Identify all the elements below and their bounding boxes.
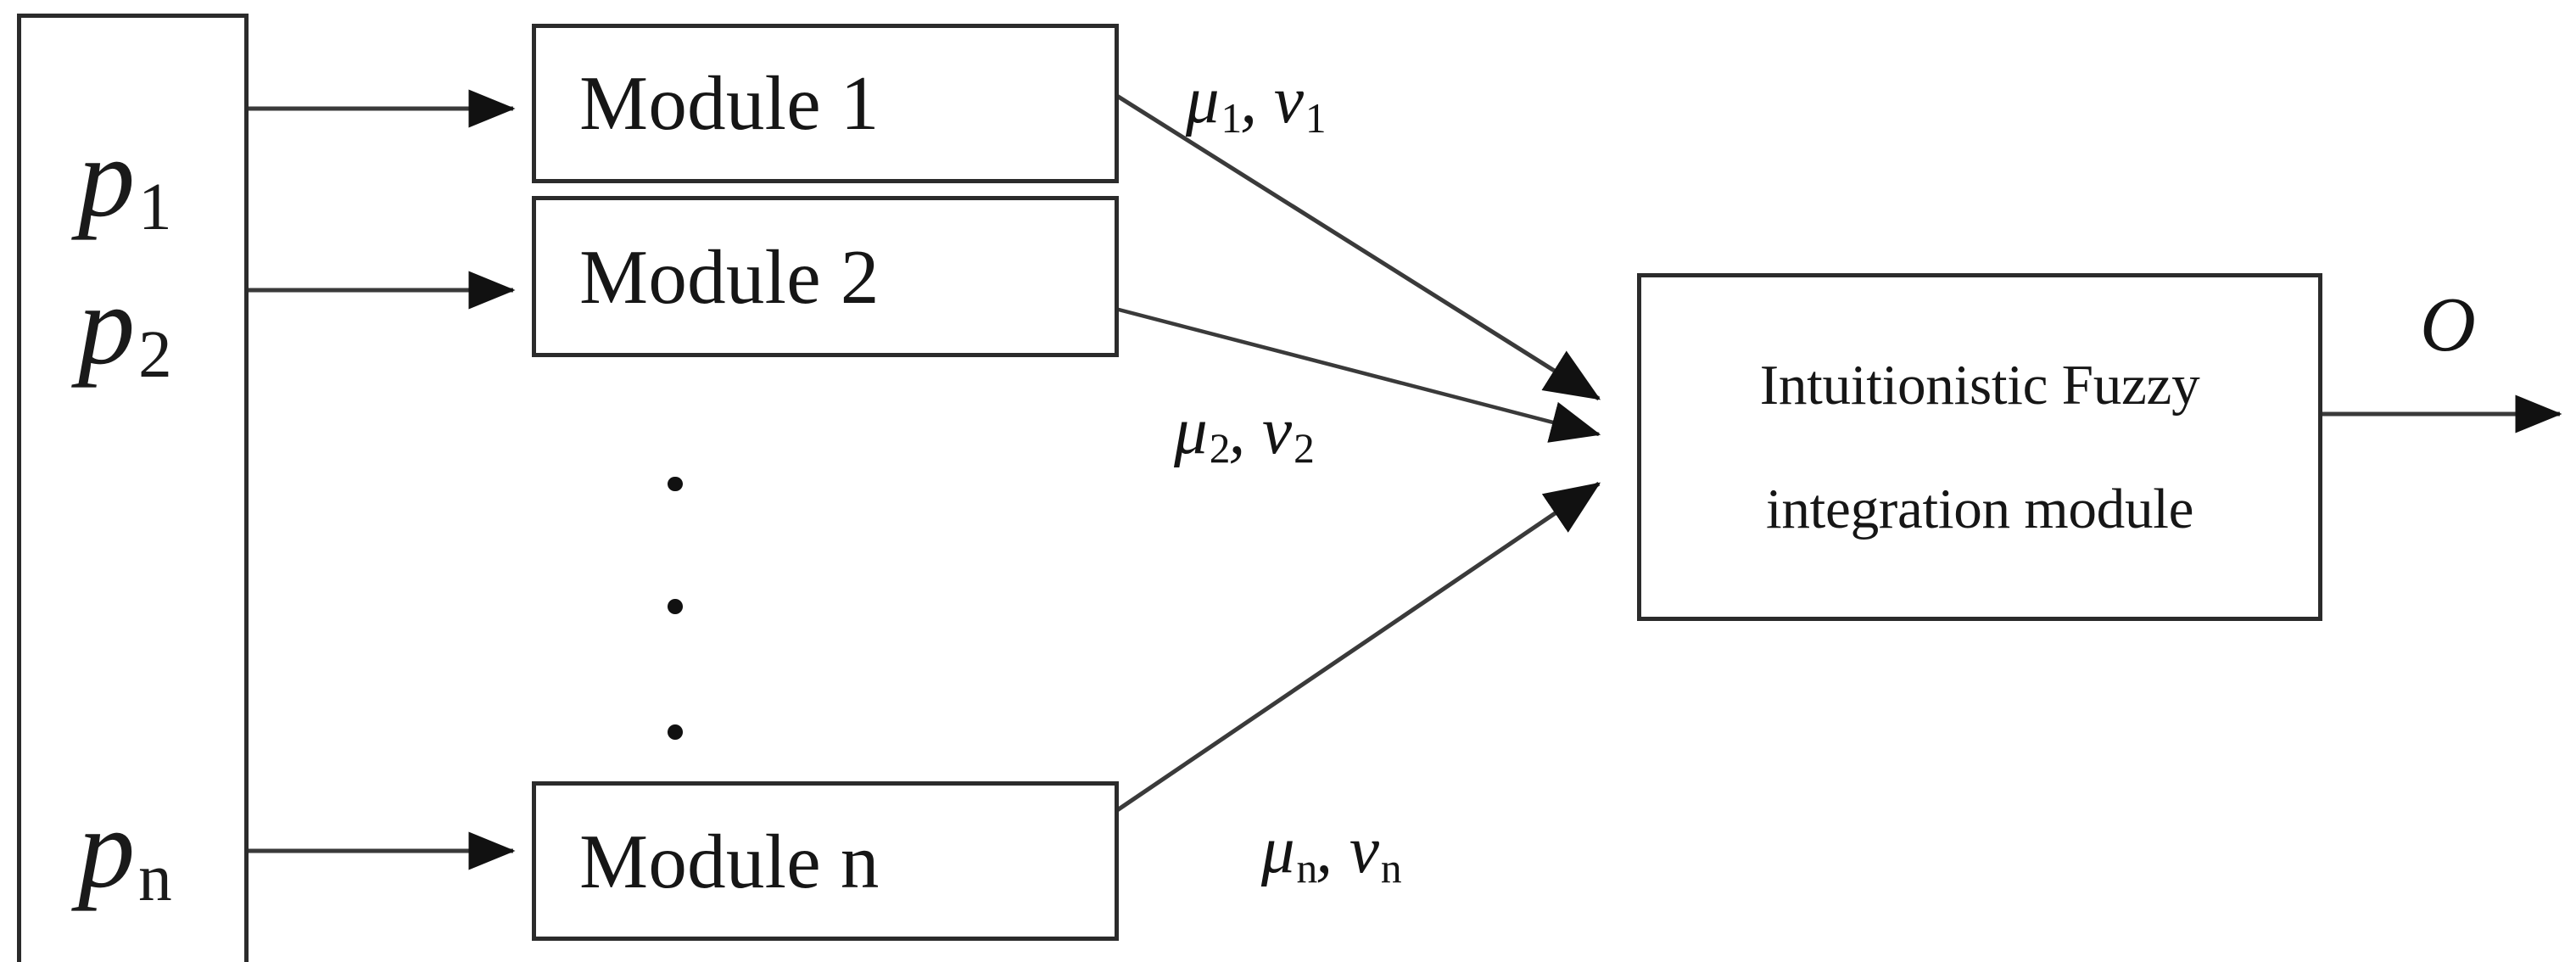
input-label-pn: pn — [78, 792, 172, 913]
input-base-pn: p — [77, 786, 136, 913]
input-subscript-p2: 2 — [138, 318, 172, 393]
connector-module1-to-integration — [1102, 85, 1601, 401]
edge-label-mu1-nu1: μ1, ν1 — [1185, 64, 1327, 139]
edge-label-mun-nun: μn, νn — [1260, 813, 1402, 889]
module-box-n: Module n — [531, 781, 1119, 942]
nu-symbol-n: ν — [1349, 813, 1379, 887]
input-subscript-pn: n — [138, 842, 172, 916]
integration-module-line-2: integration module — [1765, 476, 2194, 540]
mu-symbol-n: μ — [1260, 813, 1295, 887]
nu-symbol-2: ν — [1262, 394, 1293, 468]
output-label: O — [2420, 282, 2476, 368]
module-label-1: Module 1 — [579, 60, 880, 147]
nu-symbol-1: ν — [1273, 64, 1304, 138]
mu-subscript-n: n — [1296, 844, 1318, 892]
ellipsis-dot — [667, 476, 683, 492]
input-subscript-p1: 1 — [138, 171, 172, 245]
edge-label-mu2-nu2: μ2, ν2 — [1174, 398, 1315, 470]
ellipsis-dot — [667, 598, 683, 614]
mu-symbol-2: μ — [1174, 394, 1208, 468]
nu-subscript-1: 1 — [1305, 94, 1327, 142]
input-label-p2: p2 — [78, 269, 172, 389]
edge-label-separator: , — [1228, 394, 1263, 468]
connector-module2-to-integration — [1095, 301, 1601, 443]
mu-subscript-1: 1 — [1221, 94, 1243, 142]
module-label-2: Module 2 — [579, 233, 880, 320]
ellipsis-dot — [667, 724, 683, 740]
inputs-group-box: p1 p2 pn — [16, 13, 249, 962]
mu-symbol-1: μ — [1185, 64, 1220, 138]
edge-label-separator: , — [1240, 64, 1274, 138]
input-base-p1: p — [77, 115, 136, 242]
module-label-n: Module n — [579, 818, 880, 904]
module-box-2: Module 2 — [531, 196, 1119, 358]
input-base-p2: p — [77, 262, 136, 389]
edge-label-separator: , — [1316, 813, 1349, 887]
mu-subscript-2: 2 — [1209, 425, 1231, 473]
module-box-1: Module 1 — [531, 23, 1119, 183]
integration-module-line-1: Intuitionistic Fuzzy — [1759, 353, 2200, 417]
nu-subscript-n: n — [1380, 844, 1402, 892]
connector-modulen-to-integration — [1102, 481, 1601, 822]
integration-module-box: Intuitionistic Fuzzy integration module — [1636, 273, 2323, 621]
input-label-p1: p1 — [78, 121, 172, 242]
nu-subscript-2: 2 — [1294, 425, 1315, 473]
